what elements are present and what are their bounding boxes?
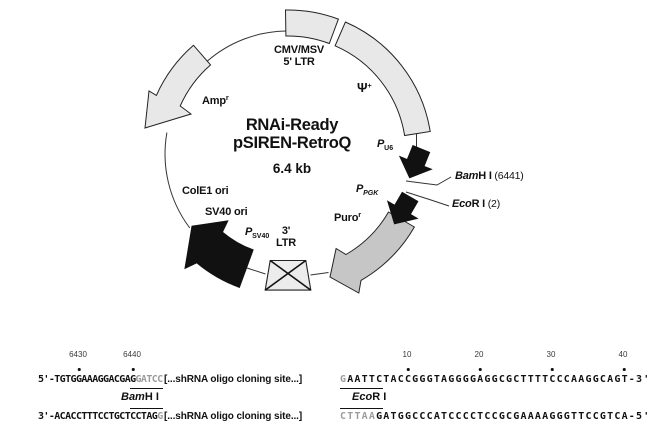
ppgk-promoter-label: PPGK — [356, 183, 379, 197]
puro-label: Puror — [334, 210, 362, 224]
ecori-overline — [340, 408, 383, 410]
bamhi-enzyme-label: BamH I — [121, 391, 159, 403]
bamhi-site-label: BamH I (6441) — [455, 170, 524, 182]
psi-segment — [334, 21, 431, 137]
puro-arrow — [329, 211, 416, 294]
top-strand-ecori-overhang: G — [340, 374, 348, 385]
ruler-dot — [550, 368, 554, 371]
ruler-dot — [406, 368, 410, 371]
top-strand-ecori-site: AATTC — [347, 374, 384, 385]
pu6-arrow — [398, 144, 433, 179]
psi-label: Ψ+ — [357, 80, 372, 95]
ecori-site-label: EcoR I (2) — [452, 198, 500, 210]
top-strand: 5'-TGTGGAAAGGACGA G GATCC [...shRNA olig… — [0, 374, 660, 387]
top-strand-bamhi-g: G — [130, 374, 136, 385]
ruler-dot — [622, 368, 626, 371]
sv40-ori-label: SV40 ori — [205, 206, 248, 218]
ltr3-box-cross — [264, 259, 312, 291]
top-strand-insert-note: [...shRNA oligo cloning site...] — [164, 374, 303, 385]
psv40-promoter-label: PSV40 — [245, 226, 270, 240]
cole1-ori-label: ColE1 ori — [182, 185, 229, 197]
ecori-leader-line — [405, 191, 450, 207]
bamhi-underline — [130, 388, 163, 390]
ruler-dot — [131, 368, 135, 371]
ecori-underline — [340, 388, 383, 390]
ruler-dot — [478, 368, 482, 371]
bottom-strand-3prime-segment: 3'-ACACCTTTCCTGCT — [38, 411, 131, 422]
plasmid-map-canvas — [144, 9, 452, 294]
bottom-strand-5prime-segment: ATGGCCCATCCCCTCCGCGAAAAGGGTTCCGTCA-5' — [383, 411, 651, 422]
bottom-strand-ecori-g: G — [376, 411, 384, 422]
plasmid-size: 6.4 kb — [272, 161, 312, 176]
top-strand-bamhi-overhang: GATCC — [135, 374, 164, 385]
bottom-strand-bamhi-overhang: G — [157, 411, 163, 422]
cmv-msv-ltr-segment — [284, 9, 340, 45]
ruler-label-20: 20 — [474, 350, 484, 359]
cmv-msv-ltr-label: CMV/MSV 5' LTR — [274, 44, 324, 68]
bottom-strand-insert-note: [...shRNA oligo cloning site...] — [164, 411, 303, 422]
bottom-strand-bamhi-site: CCTAG — [130, 411, 158, 422]
bamhi-leader-line — [405, 176, 452, 186]
amp-arrow — [144, 44, 212, 129]
bamhi-overline — [130, 408, 163, 410]
ruler-label-30: 30 — [546, 350, 556, 359]
top-strand-5prime-segment: 5'-TGTGGAAAGGACGA — [38, 374, 131, 385]
ruler-dot — [77, 368, 81, 371]
top-strand-3prime-segment: TACCGGGTAGGGGAGGCGCTTTTCCCAAGGCAGT-3' — [383, 374, 651, 385]
ruler-label-40: 40 — [618, 350, 628, 359]
ecori-enzyme-label: EcoR I — [352, 391, 387, 403]
plasmid-title: RNAi-Ready pSIREN-RetroQ — [232, 116, 352, 152]
plasmid-backbone-arc — [164, 30, 417, 276]
ppgk-arrow — [386, 191, 419, 225]
ltr3-label: 3' LTR — [276, 225, 296, 249]
ruler-label-10: 10 — [402, 350, 412, 359]
pu6-promoter-label: PU6 — [377, 138, 394, 152]
ruler-label-6440: 6440 — [123, 350, 141, 359]
bottom-strand-ecori-overhang: CTTAA — [340, 411, 377, 422]
bottom-strand: 3'-ACACCTTTCCTGCT CCTAG G [...shRNA olig… — [0, 411, 660, 424]
ltr3-box — [264, 259, 312, 291]
amp-label: Ampr — [202, 93, 229, 107]
psv40-arrow — [184, 220, 254, 289]
ruler-label-6430: 6430 — [69, 350, 87, 359]
